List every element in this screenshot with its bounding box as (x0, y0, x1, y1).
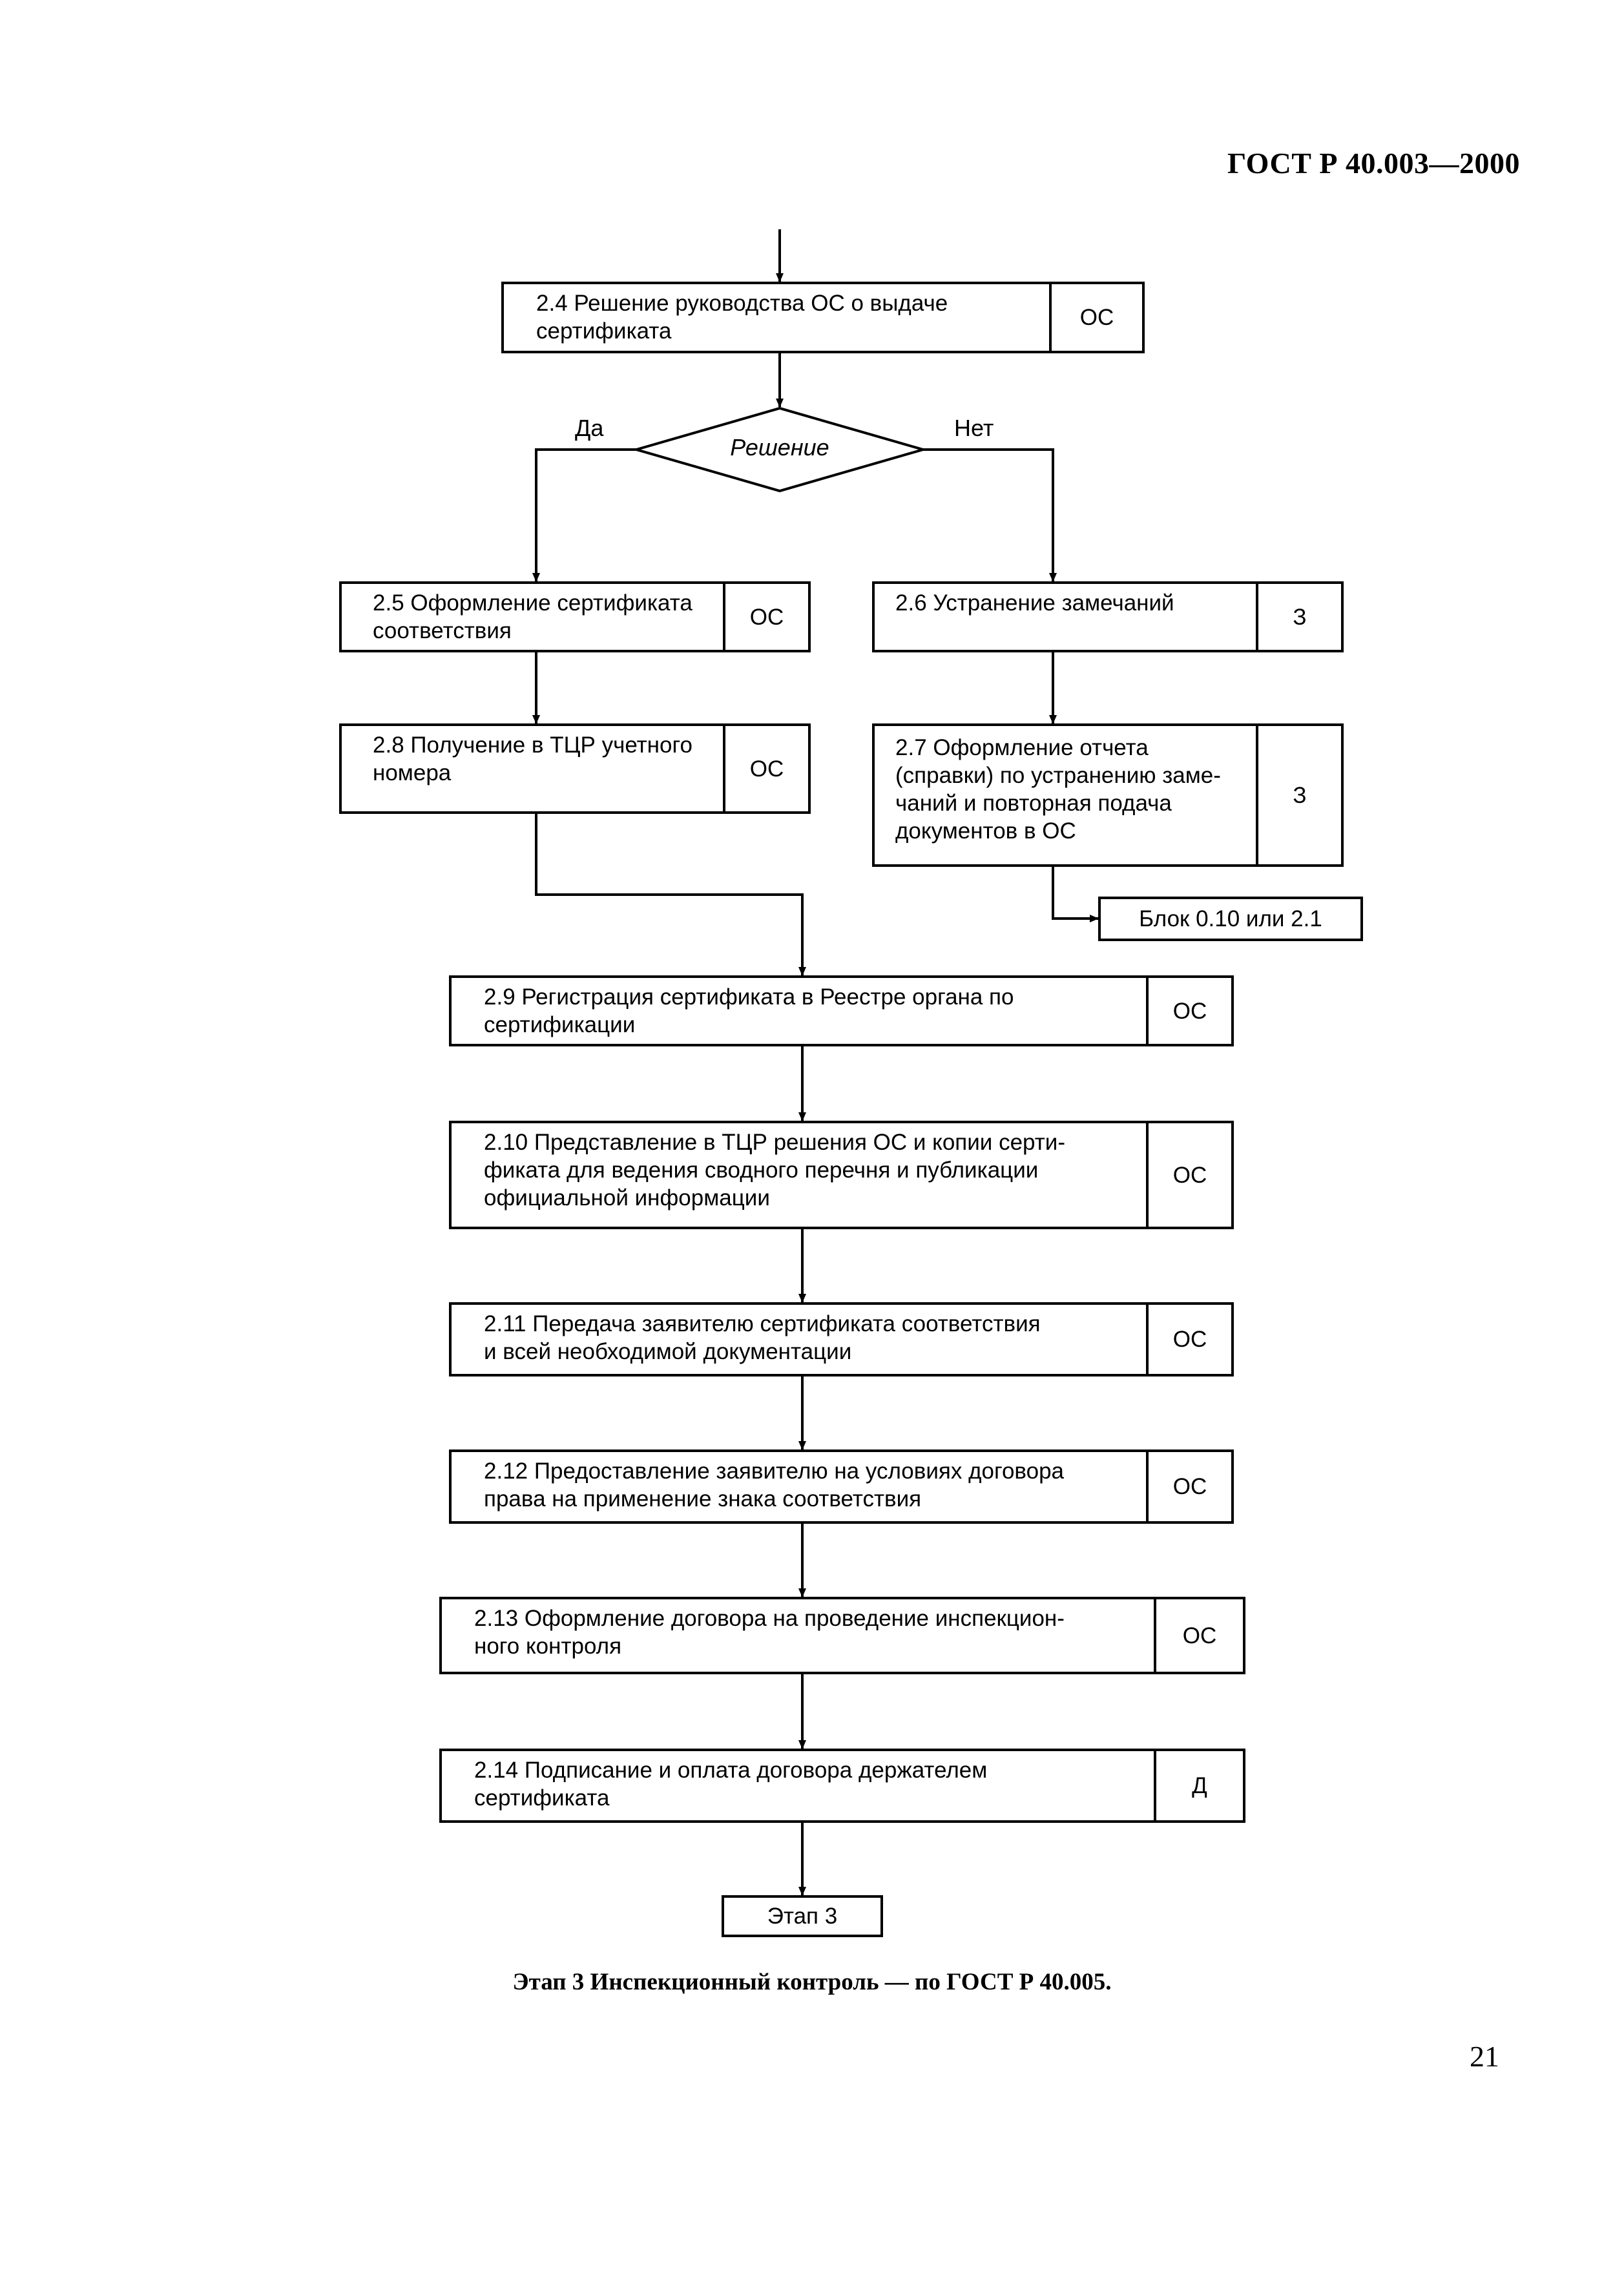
footer-note: Этап 3 Инспекционный контроль — по ГОСТ … (512, 1969, 1112, 1995)
step-2-11-text: 2.11 Передача заявителю сертификата соот… (484, 1311, 1041, 1364)
step-2-10-text: 2.10 Представление в ТЦР решения ОС и ко… (484, 1130, 1065, 1210)
step-2-4-text: 2.4 Решение руководства ОС о выдаче серт… (536, 291, 948, 344)
step-2-11-box: 2.11 Передача заявителю сертификата соот… (449, 1302, 1234, 1376)
step-2-9-box: 2.9 Регистрация сертификата в Реестре ор… (449, 975, 1234, 1046)
step-2-12-box: 2.12 Предоставление заявителю на условия… (449, 1449, 1234, 1524)
connector-no-to-2-6 (923, 448, 1057, 582)
step-2-14-box: 2.14 Подписание и оплата договора держат… (439, 1749, 1245, 1823)
step-2-10-box: 2.10 Представление в ТЦР решения ОС и ко… (449, 1121, 1234, 1229)
step-2-5-responsible: ОС (723, 584, 808, 650)
step-2-4-responsible: ОС (1049, 284, 1142, 351)
page-number: 21 (1470, 2040, 1499, 2073)
step-2-9-text: 2.9 Регистрация сертификата в Реестре ор… (484, 984, 1014, 1037)
block-reference: Блок 0.10 или 2.1 (1098, 897, 1363, 941)
step-2-13-box: 2.13 Оформление договора на проведение и… (439, 1597, 1245, 1674)
step-2-7-box: 2.7 Оформление отчета (справки) по устра… (872, 723, 1344, 867)
step-2-5-box: 2.5 Оформление сертификата соответствия … (339, 581, 811, 652)
step-2-9-responsible: ОС (1146, 978, 1231, 1044)
step-2-4-box: 2.4 Решение руководства ОС о выдаче серт… (501, 282, 1145, 353)
connector-2-8-to-2-9 (535, 814, 806, 976)
step-2-13-responsible: ОС (1154, 1599, 1243, 1672)
decision-label: Решение (730, 434, 829, 461)
step-2-14-responsible: Д (1154, 1751, 1243, 1820)
step-2-12-responsible: ОС (1146, 1452, 1231, 1521)
step-2-14-text: 2.14 Подписание и оплата договора держат… (474, 1758, 988, 1811)
document-code: ГОСТ Р 40.003—2000 (1227, 147, 1520, 180)
step-2-8-responsible: ОС (723, 726, 808, 811)
step-2-8-box: 2.8 Получение в ТЦР учетного номера ОС (339, 723, 811, 814)
step-2-7-responsible: З (1256, 726, 1341, 864)
step-2-6-responsible: З (1256, 584, 1341, 650)
connector-2-7-to-block-ref (1052, 867, 1099, 922)
decision-yes-label: Да (575, 415, 604, 441)
step-2-8-text: 2.8 Получение в ТЦР учетного номера (373, 732, 692, 785)
decision-no-label: Нет (954, 415, 994, 441)
step-2-11-responsible: ОС (1146, 1305, 1231, 1374)
step-2-13-text: 2.13 Оформление договора на проведение и… (474, 1606, 1065, 1659)
stage-3-terminal: Этап 3 (722, 1895, 883, 1937)
connector-yes-to-2-5 (532, 448, 636, 582)
step-2-5-text: 2.5 Оформление сертификата соответствия (373, 590, 692, 643)
step-2-7-text: 2.7 Оформление отчета (справки) по устра… (895, 735, 1221, 844)
step-2-6-text: 2.6 Устранение замечаний (895, 590, 1174, 616)
step-2-6-box: 2.6 Устранение замечаний З (872, 581, 1344, 652)
step-2-10-responsible: ОС (1146, 1123, 1231, 1227)
step-2-12-text: 2.12 Предоставление заявителю на условия… (484, 1459, 1065, 1511)
decision-diamond (631, 406, 928, 493)
